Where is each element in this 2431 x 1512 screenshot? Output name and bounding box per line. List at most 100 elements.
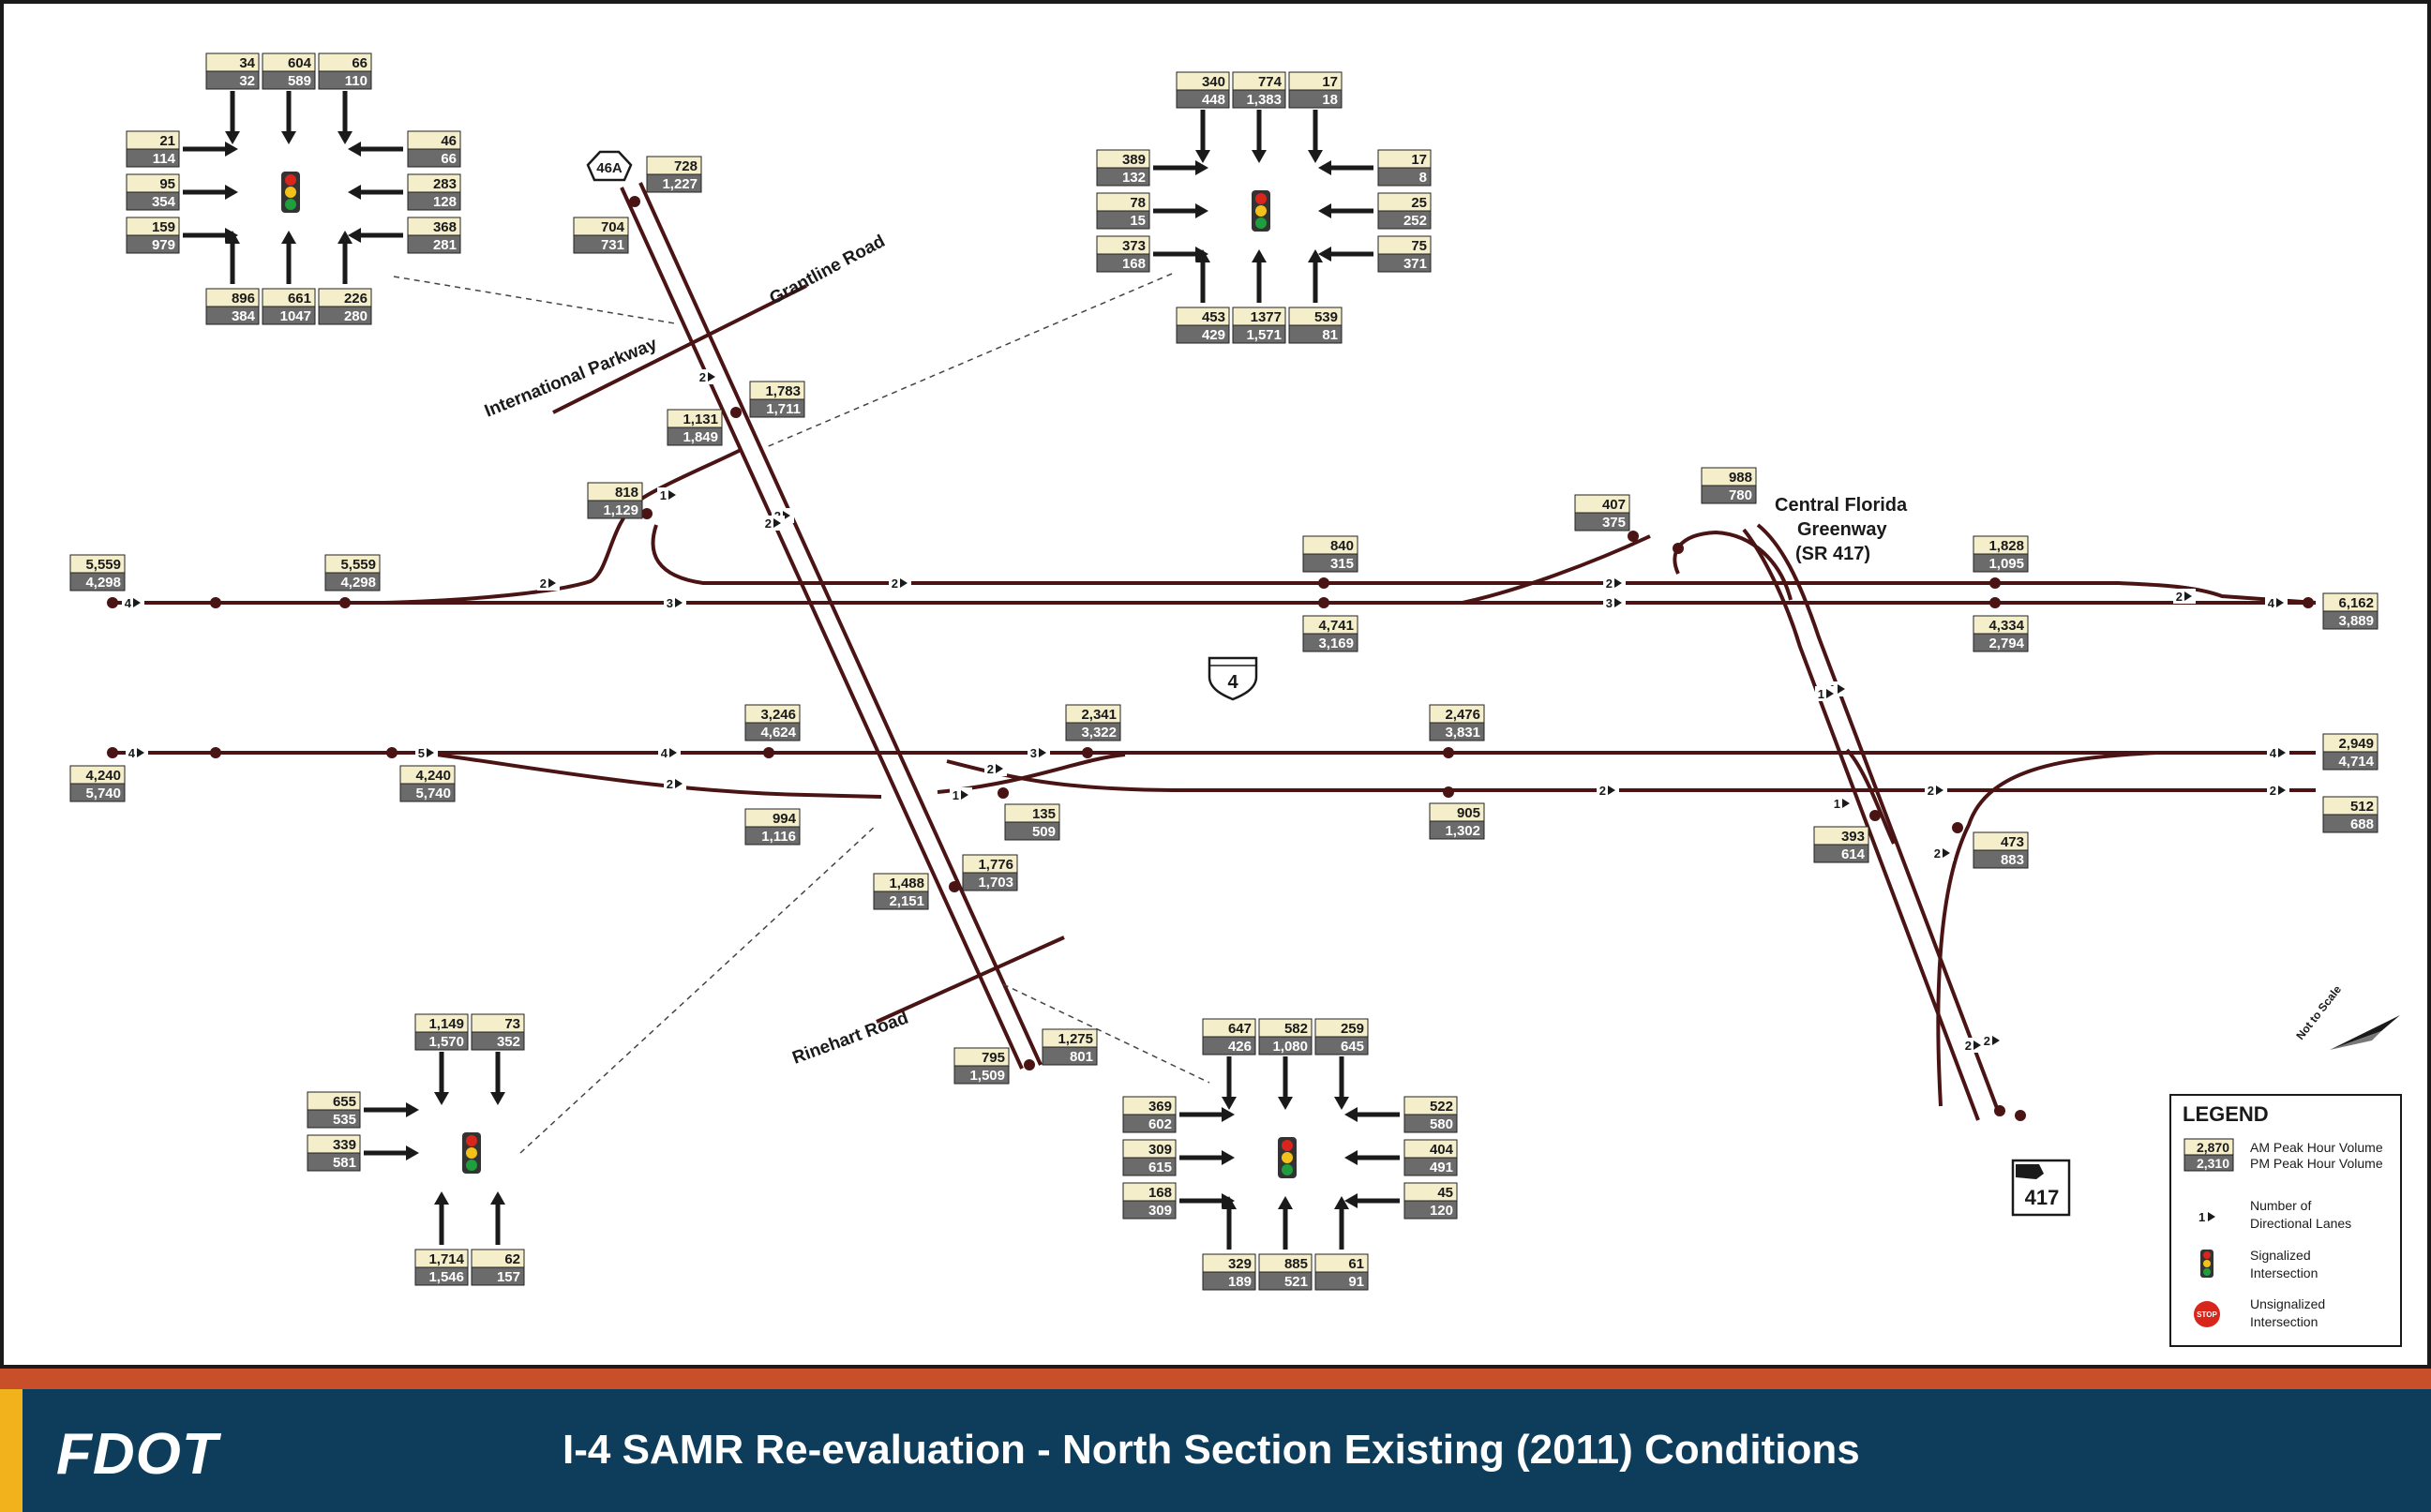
am-volume: 168 [1148,1185,1172,1201]
lane-marker: 4 [2267,745,2289,760]
node-dot [107,747,118,758]
pm-volume: 3,889 [2338,613,2374,629]
lane-marker: 2 [1931,846,1954,861]
legend-pm-label: PM Peak Hour Volume [2250,1156,2383,1171]
node-dot [1989,597,2001,608]
lane-direction-icon [1936,786,1943,795]
pm-volume: 883 [2001,852,2024,868]
lane-direction-icon [2278,748,2286,757]
international-parkway-road [552,284,807,414]
pm-volume: 309 [1148,1203,1172,1219]
pm-volume: 448 [1202,92,1225,108]
lane-marker: 4 [122,595,144,610]
pm-volume: 589 [288,73,311,89]
am-volume: 728 [674,158,698,174]
sr46a-corridor [620,182,1043,1070]
pm-volume: 4,624 [760,725,796,741]
am-volume: 393 [1841,829,1865,845]
pm-volume: 18 [1322,92,1338,108]
lane-count: 2 [892,576,898,591]
lane-marker: 1 [657,487,680,502]
cfg-label-1: Central Florida [1775,495,1908,516]
legend-unsig-label-2: Intersection [2250,1314,2318,1329]
node-dot [1869,810,1881,821]
lane-direction-icon [669,748,677,757]
traffic-signal-icon [462,1132,481,1174]
rinehart-road-label: Rinehart Road [790,1009,911,1069]
lane-marker: 4 [126,745,148,760]
pm-volume: 128 [433,194,457,210]
am-volume: 78 [1130,195,1146,211]
international-parkway-label: International Parkway [482,334,660,421]
grantline-road-label: Grantline Road [766,232,888,308]
pm-volume: 580 [1430,1116,1453,1132]
lane-count: 2 [1984,1034,1990,1048]
pm-volume: 688 [2350,816,2374,832]
lane-count: 2 [540,576,547,591]
pm-volume: 1,383 [1246,92,1282,108]
am-volume: 539 [1314,309,1338,325]
lane-direction-icon [675,598,683,607]
am-volume: 2,476 [1445,707,1480,723]
map-border [0,0,2431,1369]
am-volume: 896 [232,291,255,307]
lane-marker: 2 [1597,783,1619,798]
am-volume: 226 [344,291,368,307]
node-dot [1443,747,1454,758]
pm-volume: 189 [1228,1274,1252,1290]
pm-volume: 1,546 [428,1269,464,1285]
sr46a-shield-text: 46A [596,160,623,176]
am-volume: 73 [504,1016,520,1032]
node-dot [1318,597,1329,608]
am-volume: 17 [1411,152,1427,168]
legend-lanes-sample: 1 [2198,1210,2205,1224]
node-dot [1443,786,1454,798]
am-volume: 46 [441,133,457,149]
am-volume: 135 [1032,806,1056,822]
legend-signal-label-2: Intersection [2250,1265,2318,1280]
lane-count: 2 [987,762,994,776]
am-volume: 95 [159,176,175,192]
lane-direction-icon [1973,1040,1981,1050]
lane-count: 2 [699,370,706,384]
lane-direction-icon [2278,786,2286,795]
lane-count: 1 [1818,687,1824,701]
legend-am-sample: 2,870 [2197,1140,2229,1155]
pm-volume: 3,831 [1445,725,1480,741]
pm-volume: 1,570 [428,1034,464,1050]
am-volume: 368 [433,219,457,235]
lane-count: 1 [953,788,959,802]
am-volume: 2,949 [2338,736,2374,752]
lane-direction-icon [1943,848,1950,858]
lane-marker: 3 [1028,745,1050,760]
pm-volume: 32 [239,73,255,89]
legend: LEGEND 2,870 2,310 AM Peak Hour Volume P… [2169,1094,2402,1347]
lane-count: 3 [1030,746,1037,760]
lane-direction-icon [668,490,676,500]
node-dot [998,787,1009,799]
pm-volume: 280 [344,308,368,324]
node-dots [107,196,2314,1121]
am-volume: 840 [1330,538,1354,554]
node-dot [1024,1059,1035,1070]
pm-volume: 1,703 [978,875,1013,891]
am-volume: 512 [2350,799,2374,815]
am-volume: 61 [1348,1256,1364,1272]
